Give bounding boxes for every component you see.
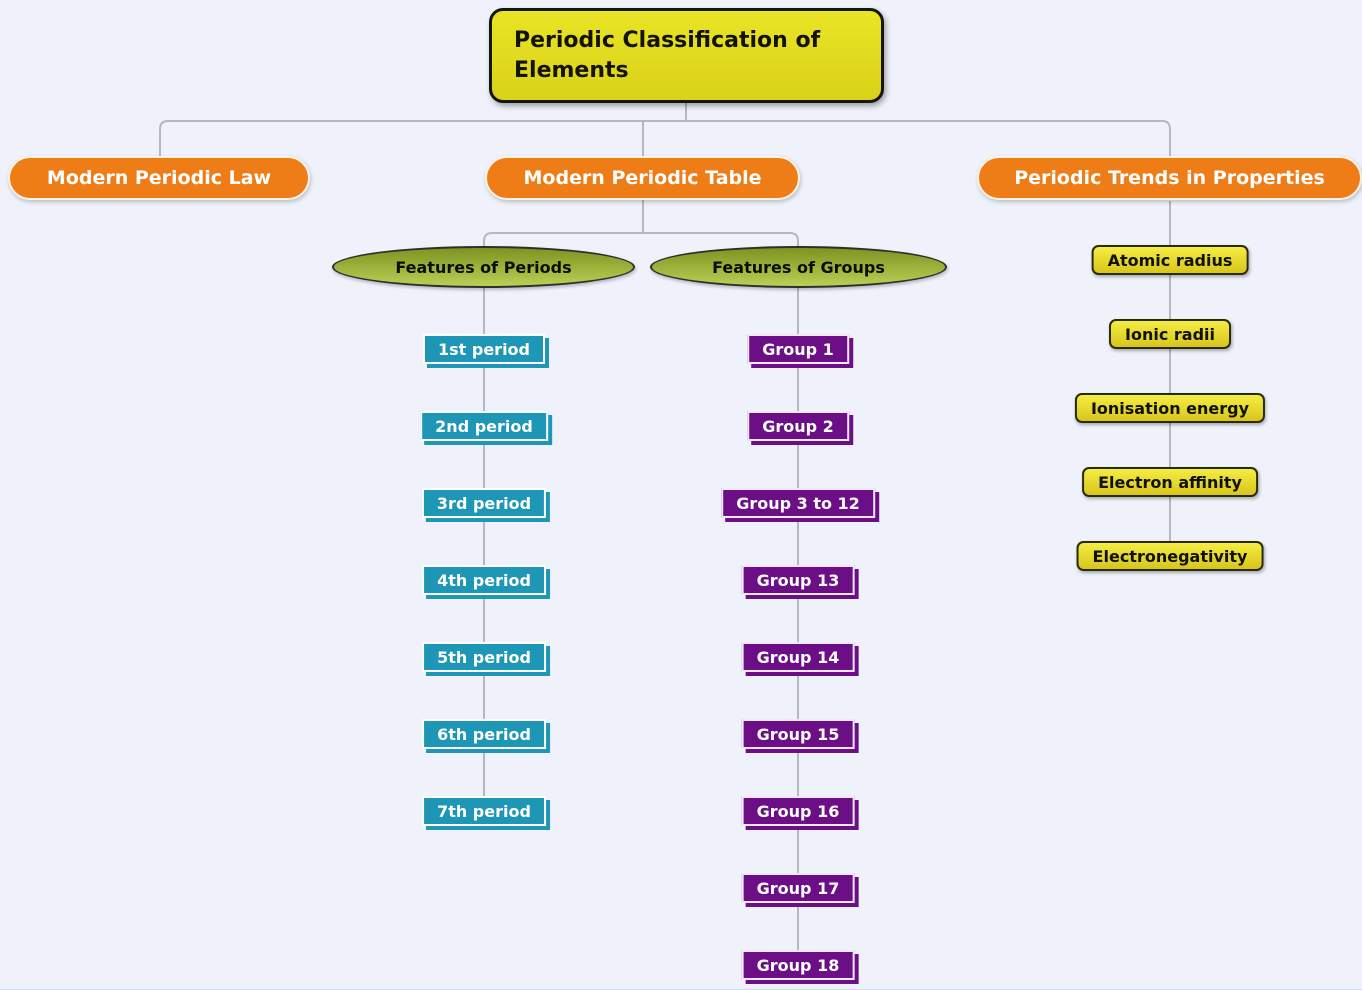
group-node[interactable]: Group 15 (741, 719, 855, 749)
branch-modern-periodic-law[interactable]: Modern Periodic Law (8, 156, 310, 200)
group-node[interactable]: Group 1 (747, 334, 849, 364)
group-node[interactable]: Group 14 (741, 642, 855, 672)
period-node[interactable]: 5th period (422, 642, 546, 672)
ellipse-features-of-groups[interactable]: Features of Groups (650, 246, 947, 288)
branch-modern-periodic-table[interactable]: Modern Periodic Table (485, 156, 800, 200)
connector-level1-rail (159, 120, 1171, 158)
group-node[interactable]: Group 16 (741, 796, 855, 826)
trend-node[interactable]: Electronegativity (1076, 541, 1264, 571)
period-node[interactable]: 4th period (422, 565, 546, 595)
period-node[interactable]: 2nd period (420, 411, 548, 441)
period-node[interactable]: 1st period (423, 334, 545, 364)
connector-level2-rail (483, 232, 799, 247)
trend-node[interactable]: Electron affinity (1082, 467, 1258, 497)
trend-node[interactable]: Ionisation energy (1074, 393, 1266, 423)
trend-node[interactable]: Atomic radius (1091, 245, 1249, 275)
group-node[interactable]: Group 13 (741, 565, 855, 595)
period-node[interactable]: 6th period (422, 719, 546, 749)
period-node[interactable]: 7th period (422, 796, 546, 826)
branch-periodic-trends-in-properties[interactable]: Periodic Trends in Properties (977, 156, 1362, 200)
group-node[interactable]: Group 3 to 12 (721, 488, 875, 518)
ellipse-features-of-periods[interactable]: Features of Periods (332, 246, 635, 288)
group-node[interactable]: Group 2 (747, 411, 849, 441)
group-node[interactable]: Group 17 (741, 873, 855, 903)
period-node[interactable]: 3rd period (421, 488, 547, 518)
root-node[interactable]: Periodic Classification of Elements (489, 8, 884, 103)
trend-node[interactable]: Ionic radii (1109, 319, 1231, 349)
group-node[interactable]: Group 18 (741, 950, 855, 980)
